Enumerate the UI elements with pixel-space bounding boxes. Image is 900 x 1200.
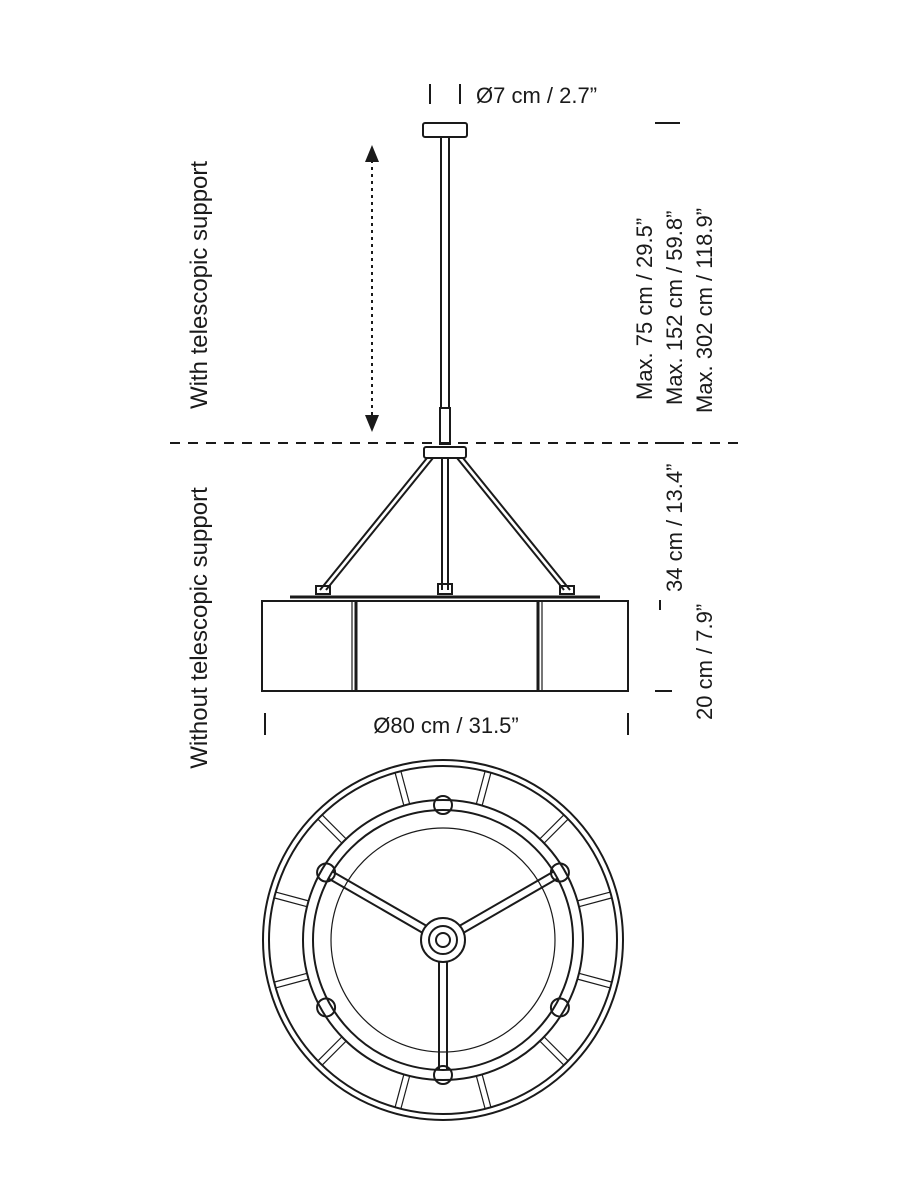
without-telescopic-support-label: Without telescopic support xyxy=(186,487,213,769)
height-20-label: 20 cm / 7.9” xyxy=(692,604,717,720)
lamp-shade xyxy=(261,600,629,692)
canopy-diameter-dimension xyxy=(429,84,461,104)
height-dimension-ticks xyxy=(655,122,680,692)
max-152-label: Max. 152 cm / 59.8” xyxy=(662,211,687,405)
top-view-divider xyxy=(400,1075,411,1110)
top-view-divider xyxy=(275,891,309,902)
top-view-hub-center xyxy=(435,932,451,948)
top-view-divider xyxy=(394,1074,405,1108)
top-view-divider xyxy=(400,770,411,805)
top-view-divider xyxy=(539,1040,565,1066)
top-view-divider xyxy=(475,770,486,805)
height-34-label: 34 cm / 13.4” xyxy=(662,464,687,592)
top-view-divider xyxy=(577,891,611,902)
with-telescopic-support-label: With telescopic support xyxy=(186,161,213,409)
top-view-divider xyxy=(543,1036,569,1062)
lamp-side-view xyxy=(261,122,629,692)
top-view-divider xyxy=(317,818,343,844)
top-view-joint xyxy=(433,1065,453,1085)
top-view-joint xyxy=(433,795,453,815)
top-view-divider xyxy=(539,814,565,840)
telescopic-range-arrow xyxy=(365,145,379,432)
top-view-joint xyxy=(549,997,570,1018)
suspension-hub xyxy=(423,446,467,459)
top-view-joint xyxy=(316,997,337,1018)
top-view-divider xyxy=(275,978,309,989)
shade-diameter-label: Ø80 cm / 31.5” xyxy=(373,713,519,738)
top-view-spoke xyxy=(459,870,555,927)
max-75-label: Max. 75 cm / 29.5” xyxy=(632,218,657,400)
top-view-divider xyxy=(578,972,613,983)
top-view-joint xyxy=(316,862,337,883)
top-view-divider xyxy=(273,972,308,983)
top-view-spoke xyxy=(327,877,423,934)
top-view-divider xyxy=(317,1036,343,1062)
ceiling-canopy xyxy=(422,122,468,138)
top-view-divider xyxy=(578,897,613,908)
top-view-spoke xyxy=(463,877,559,934)
top-view-divider xyxy=(543,818,569,844)
top-view-hub-outer xyxy=(420,917,466,963)
top-view-joint xyxy=(549,862,570,883)
max-302-label: Max. 302 cm / 118.9” xyxy=(692,208,717,413)
canopy-diameter-label: Ø7 cm / 2.7” xyxy=(476,83,597,108)
top-view-divider xyxy=(273,897,308,908)
top-view-divider xyxy=(481,1074,492,1108)
top-view-divider xyxy=(475,1075,486,1110)
top-view-hub-inner xyxy=(428,925,458,955)
rod-coupling xyxy=(439,407,451,445)
top-view-divider xyxy=(481,772,492,806)
lamp-top-view xyxy=(262,759,624,1121)
top-view-divider xyxy=(321,1040,347,1066)
top-view-divider xyxy=(577,978,611,989)
top-view-divider xyxy=(394,772,405,806)
shade-diameter-dimension xyxy=(264,713,629,735)
top-view-spoke xyxy=(331,870,427,927)
top-view-divider xyxy=(321,814,347,840)
